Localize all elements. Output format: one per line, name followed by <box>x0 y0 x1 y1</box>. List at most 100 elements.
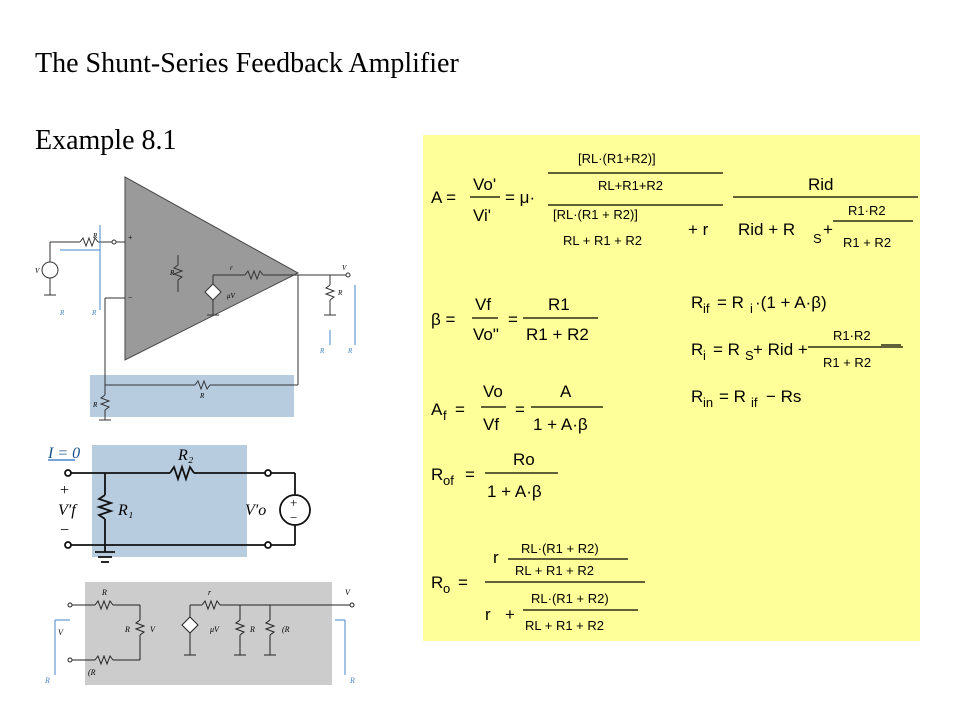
eq-af-eq: = <box>455 400 465 419</box>
eq-rin-sub: in <box>703 395 713 410</box>
equations-panel: A = Vo' Vi' = μ· [RL·(R1+R2)] RL+R1+R2 [… <box>423 135 920 641</box>
label-rof: R <box>347 347 353 355</box>
eq-a-vo: Vo' <box>473 175 496 194</box>
eq-a-ro: + r <box>688 220 709 239</box>
eq-rof-sub: of <box>443 473 454 488</box>
eq-ri-eq: = R <box>713 340 740 359</box>
eq-beta-vf: Vf <box>475 295 491 314</box>
eq-af-vf: Vf <box>483 415 499 434</box>
eq-beta-den: R1 + R2 <box>526 325 589 344</box>
feedback-network-shade-2 <box>92 445 247 557</box>
eq-a-r1r2: R1·R2 <box>848 203 886 218</box>
eq-beta-lhs: β = <box>431 310 456 329</box>
eq-rof-lhs: R <box>431 465 443 484</box>
eq-a-dentop: [RL·(R1 + R2)] <box>553 207 638 222</box>
amplifier-shade <box>85 582 332 685</box>
label-rif: R <box>59 309 65 317</box>
label-vf-minus: − <box>60 522 69 539</box>
label-r1: R <box>92 401 98 409</box>
eq-rif-sub: if <box>703 301 710 316</box>
eq-ro-numbot: RL + R1 + R2 <box>515 563 594 578</box>
label-vf-plus: + <box>60 482 69 499</box>
eq-rin-rest: − Rs <box>766 387 801 406</box>
eq-beta-eq: = <box>508 310 518 329</box>
eq-af-sub: f <box>443 408 447 423</box>
eq-a-plus: + <box>823 220 833 239</box>
label-vs: V <box>35 267 40 275</box>
label-ro: r <box>208 588 212 597</box>
label-vo-prime: V <box>345 588 351 597</box>
eq-af-lhs: A <box>431 400 443 419</box>
label-r1r2: (R <box>88 668 96 677</box>
eq-rif-rest: ·(1 + A·β) <box>755 293 827 312</box>
page-title: The Shunt-Series Feedback Amplifier <box>35 48 459 79</box>
eq-a-vi: Vi' <box>473 206 491 225</box>
eq-ro-sub: o <box>443 581 450 596</box>
example-heading: Example 8.1 <box>35 125 177 156</box>
eq-beta-num: R1 <box>548 295 570 314</box>
eq-beta-vo: Vo" <box>473 325 499 344</box>
eq-ri-sub: i <box>703 348 706 363</box>
eq-rin-eq: = R <box>719 387 746 406</box>
label-plus: + <box>128 233 133 242</box>
eq-a-lhs: A = <box>431 188 456 207</box>
eq-ro-lhs: R <box>431 573 443 592</box>
eq-a-r1pr2: R1 + R2 <box>843 235 891 250</box>
label-rid: R <box>169 269 175 277</box>
feedback-network-shade <box>90 375 294 417</box>
label-vo: V <box>342 264 347 272</box>
circuit-figure-2: + − I = 0 R₂ R₁ + V′f − V′o <box>47 445 311 563</box>
eq-rin-sub2: if <box>751 395 758 410</box>
circuit-figure-3: R R V r μV R (R (R V V R R <box>44 582 355 685</box>
label-minus: − <box>128 293 133 302</box>
label-ro-out: R <box>349 676 355 685</box>
eq-a-denbot: RL + R1 + R2 <box>563 233 642 248</box>
eq-ro-numtop: RL·(R1 + R2) <box>521 541 599 556</box>
eq-a-dentail: Rid + R <box>738 220 795 239</box>
eq-rof-num: Ro <box>513 450 535 469</box>
eq-af-num: A <box>560 382 572 401</box>
label-rs: R <box>92 232 98 240</box>
eq-a-mu: = μ· <box>505 188 535 207</box>
eq-rof-den: 1 + A·β <box>487 482 542 501</box>
label-r2r1: (R <box>282 625 290 634</box>
label-rs: R <box>101 588 107 597</box>
eq-ro-plus: + <box>505 605 515 624</box>
label-vf: V′f <box>58 502 78 519</box>
label-rid: R <box>124 625 130 634</box>
eq-ri-rest: + Rid + <box>753 340 808 359</box>
eq-ri-sub2: S <box>745 348 754 363</box>
eq-a-rs-sub: S <box>813 231 822 246</box>
label-vi-prime: V <box>58 628 64 637</box>
eq-ri-r: R <box>691 340 703 359</box>
source-plus: + <box>290 495 297 510</box>
label-rin: R <box>91 309 97 317</box>
label-rout: R <box>319 347 325 355</box>
eq-af-vo: Vo <box>483 382 503 401</box>
label-r1: R₁ <box>117 502 133 519</box>
eq-af-eq2: = <box>515 400 525 419</box>
eq-ro-r: r <box>493 548 499 567</box>
eq-rif-sub2: i <box>750 301 753 316</box>
label-rl: R <box>337 289 343 297</box>
label-r2: R <box>199 392 205 400</box>
eq-ri-den: R1 + R2 <box>823 355 871 370</box>
eq-ro-dentop: RL·(R1 + R2) <box>531 591 609 606</box>
eq-a-numbot: RL+R1+R2 <box>598 178 663 193</box>
label-r2: R₂ <box>177 447 194 464</box>
eq-a-numtop: [RL·(R1+R2)] <box>578 151 656 166</box>
eq-rin-r: R <box>691 387 703 406</box>
label-v1: V <box>150 625 156 634</box>
eq-a-rid: Rid <box>808 175 834 194</box>
eq-rof-eq: = <box>465 465 475 484</box>
eq-ro-denr: r <box>485 605 491 624</box>
label-vo: V′o <box>245 502 266 519</box>
eq-ri-num: R1·R2 <box>833 328 871 343</box>
label-muv1: μV <box>227 292 236 300</box>
eq-ro-eq: = <box>458 573 468 592</box>
label-muv1: μV <box>209 625 220 634</box>
eq-ro-denbot: RL + R1 + R2 <box>525 618 604 633</box>
label-ri: R <box>44 676 50 685</box>
source-minus: − <box>290 510 297 525</box>
label-i-zero: I = 0 <box>47 445 80 462</box>
